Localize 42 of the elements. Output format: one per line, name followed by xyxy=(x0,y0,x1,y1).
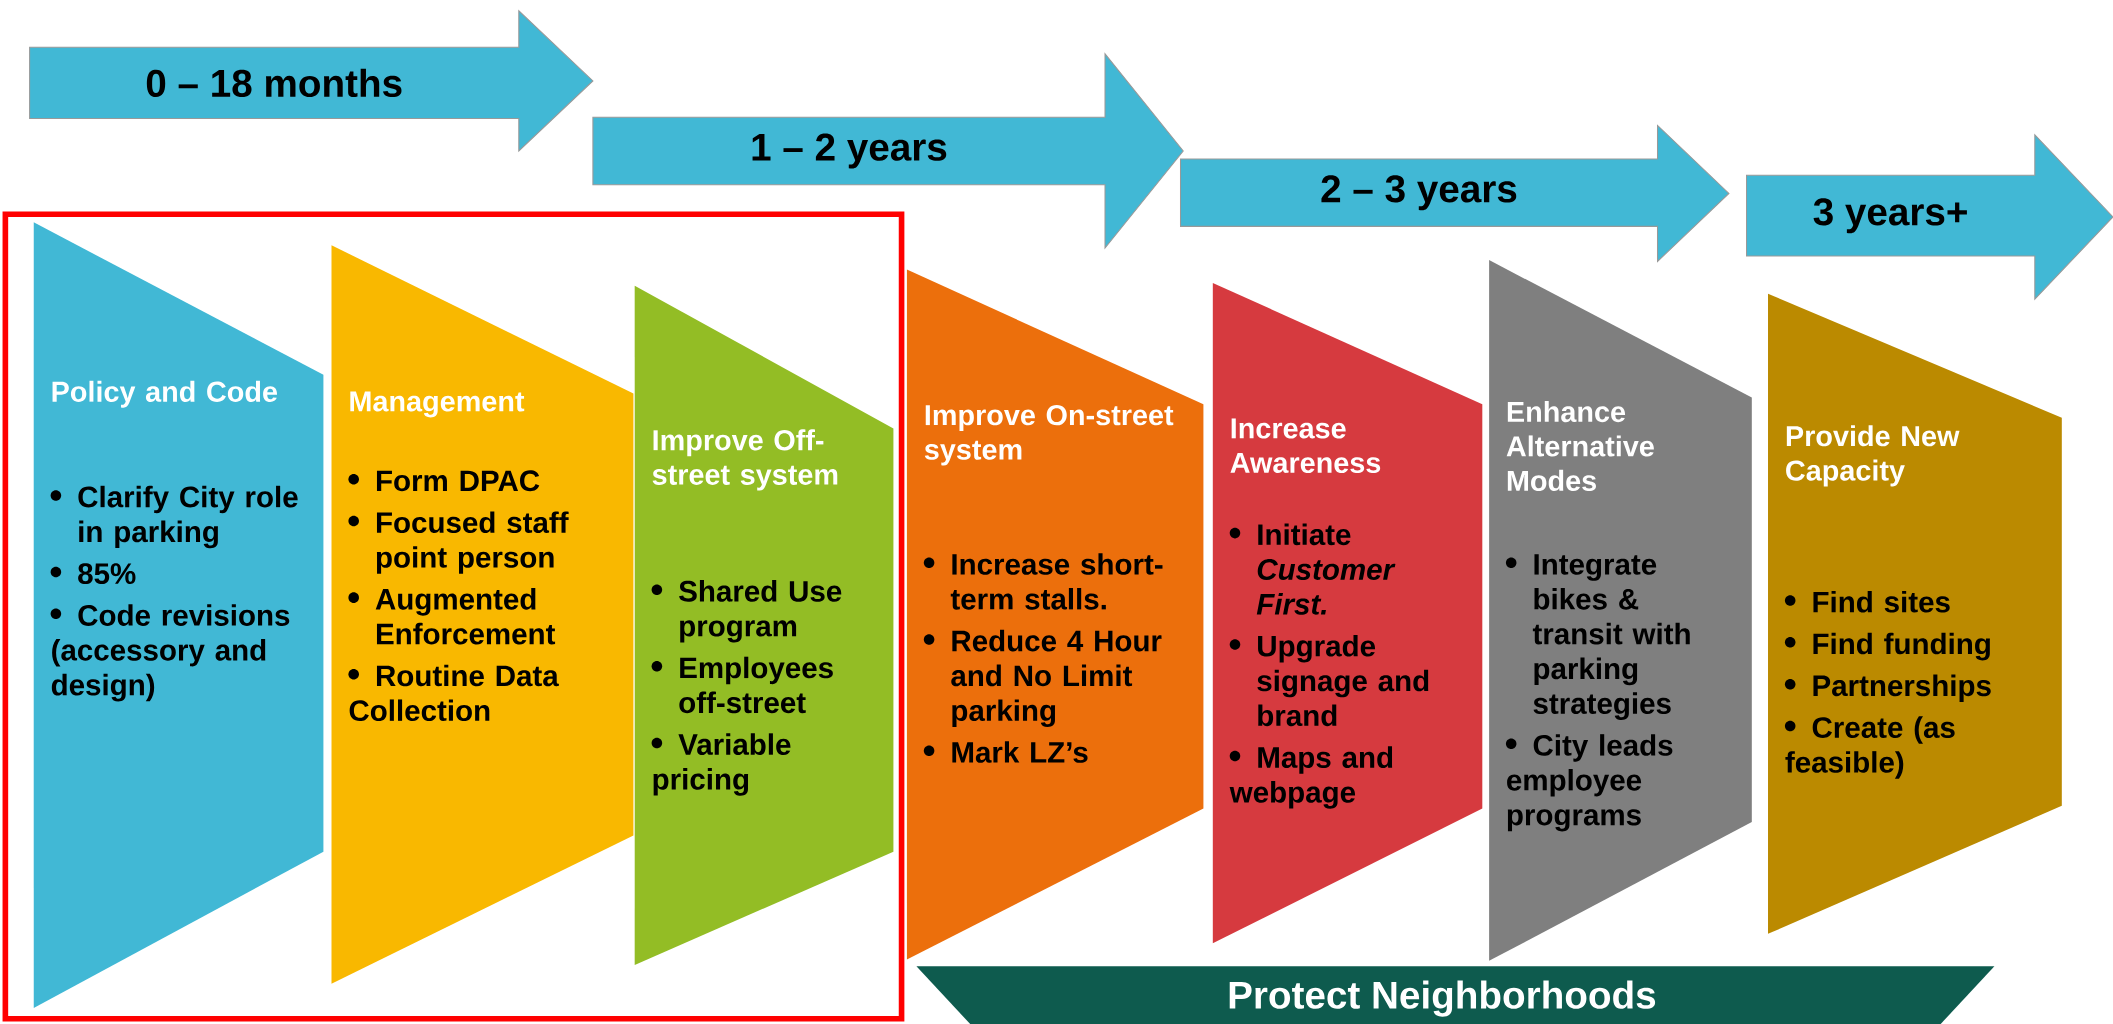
bullet-item: City leads employee programs xyxy=(1505,734,1673,832)
bullet-item: Reduce 4 Hour and No Limit parking xyxy=(923,629,1162,727)
phase-panel xyxy=(1489,260,1752,961)
time-period-banner: 2 – 3 years xyxy=(1180,124,1730,263)
phase-panel xyxy=(33,222,324,1008)
phase-panel xyxy=(1212,282,1483,944)
time-period-banner: 3 years+ xyxy=(1746,133,2113,301)
bullet-item: Find funding xyxy=(1784,632,1990,661)
bullet-item: Clarify City role in parking xyxy=(50,485,298,549)
bullet-item: Maps and webpage xyxy=(1229,746,1393,809)
highlight-frame xyxy=(2,211,905,1022)
time-period-banner: 1 – 2 years xyxy=(592,52,1184,250)
bullet-item: Variable pricing xyxy=(651,733,791,796)
phase-panel xyxy=(331,245,634,984)
bullet-item: Employees off-street xyxy=(651,656,833,714)
bullet-item: Augmented Enforcement xyxy=(348,587,556,645)
bullet-item: Code revisions (accessory and design) xyxy=(50,604,290,702)
bullet-item: 85% xyxy=(50,563,136,584)
bullet-item: Upgrade signage and brand xyxy=(1229,634,1429,727)
bullet-item: Create (as feasible) xyxy=(1784,716,1955,779)
panel-title: Management xyxy=(350,391,525,418)
bullet-item: Initiate Customer First. xyxy=(1229,523,1396,615)
panel-title: Improve Off-street system xyxy=(652,429,838,491)
phase-panel xyxy=(906,269,1204,960)
panel-title: Improve On-street system xyxy=(924,404,1174,466)
panel-title: Provide New Capacity xyxy=(1786,425,1960,487)
banner-band: Protect Neighborhoods xyxy=(916,966,1995,1024)
bullet-item: Shared Use program xyxy=(651,580,842,643)
panel-title: Increase Awareness xyxy=(1230,418,1381,473)
bullet-item: Find sites xyxy=(1784,590,1950,613)
bullet-item: Focused staff point person xyxy=(348,511,569,574)
phase-panel xyxy=(1768,293,2062,934)
bullet-item: Partnerships xyxy=(1784,674,1991,702)
bullet-item: Mark LZ’s xyxy=(923,741,1088,763)
bullet-item: Routine Data Collection xyxy=(348,664,559,721)
bullet-item: Form DPAC xyxy=(348,470,540,492)
phase-panel xyxy=(634,285,894,965)
bullet-item: Integrate bikes & transit with parking strategies xyxy=(1505,554,1690,720)
panel-title: Enhance Alternative Modes xyxy=(1506,400,1654,491)
time-period-banner: 0 – 18 months xyxy=(29,9,594,153)
panel-title: Policy and Code xyxy=(52,380,278,408)
bullet-item: Increase short-term stalls. xyxy=(923,553,1163,610)
